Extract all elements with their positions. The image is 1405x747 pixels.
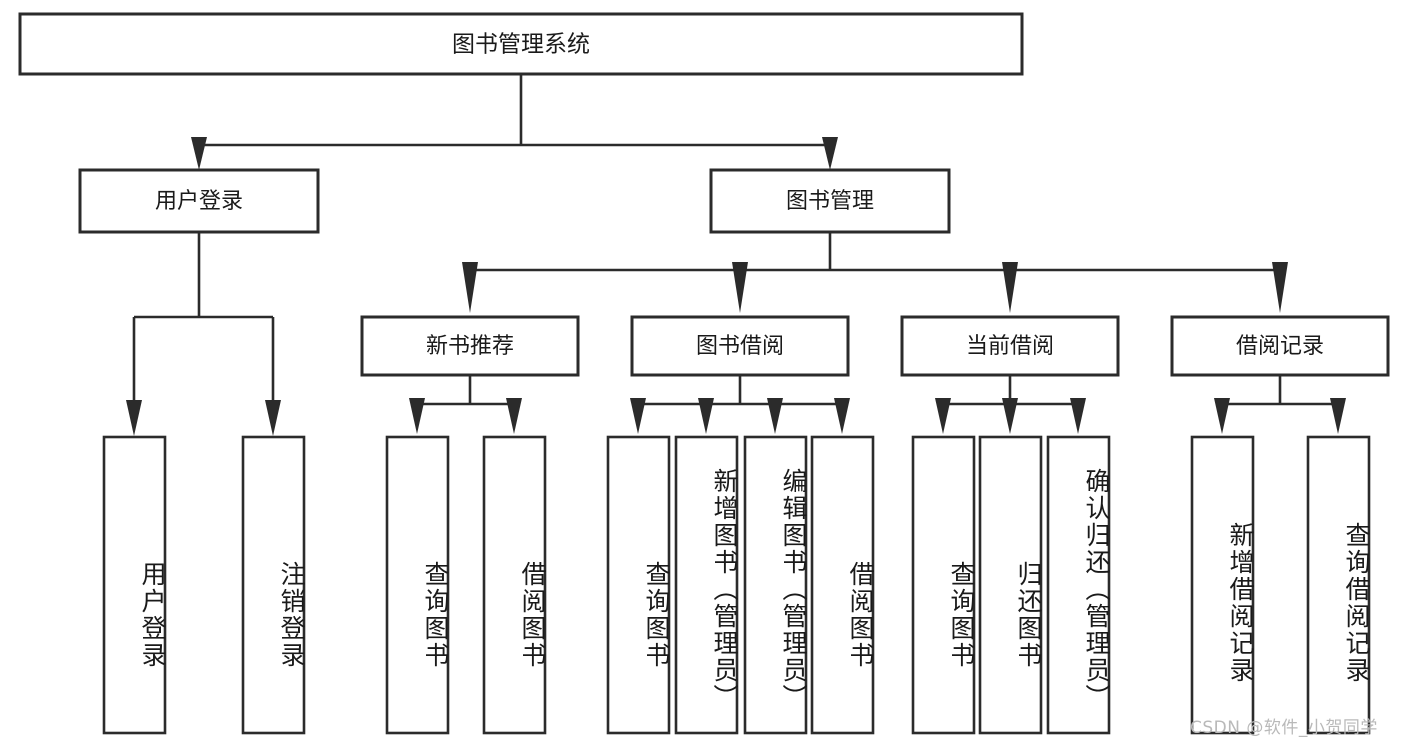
arrowhead-to-leaf-logout-login <box>265 400 281 436</box>
node-leaf-user-login-box[interactable] <box>102 435 167 735</box>
arrowhead-to-leaf-return-book <box>1002 398 1018 434</box>
connector-group-current-borrow <box>935 375 1086 434</box>
node-book-borrow[interactable]: 图书借阅 <box>630 315 850 377</box>
connector-group-borrow-record <box>1214 375 1346 434</box>
node-book-borrow-label: 图书借阅 <box>696 334 784 359</box>
node-current-borrow[interactable]: 当前借阅 <box>900 315 1120 377</box>
arrowhead-to-leaf-edit-book <box>767 398 783 434</box>
node-leaf-return-book-box[interactable] <box>978 435 1043 735</box>
node-leaf-query-book-2-box[interactable] <box>606 435 671 735</box>
watermark-text: CSDN @软件_小贺同学 <box>1190 718 1378 738</box>
connector-group-new-book-recommend <box>409 375 522 434</box>
arrowhead-to-borrow-record <box>1272 262 1288 313</box>
node-leaf-edit-book-box[interactable] <box>743 435 808 735</box>
node-new-book-recommend[interactable]: 新书推荐 <box>360 315 580 377</box>
node-book-manage-label: 图书管理 <box>786 189 874 214</box>
arrowhead-to-leaf-query-book-1 <box>409 398 425 434</box>
node-root-box[interactable] <box>18 12 1024 76</box>
connector-group-user-login <box>126 232 281 436</box>
arrowhead-to-leaf-borrow-book-1 <box>506 398 522 434</box>
node-book-manage[interactable]: 图书管理 <box>709 168 951 234</box>
arrowhead-to-book-borrow <box>732 262 748 313</box>
arrowhead-to-leaf-confirm-return <box>1070 398 1086 434</box>
node-user-login-box[interactable] <box>78 168 320 234</box>
node-borrow-record-label: 借阅记录 <box>1236 334 1324 359</box>
arrowhead-to-leaf-query-book-3 <box>935 398 951 434</box>
arrowhead-to-leaf-add-record <box>1214 398 1230 434</box>
node-current-borrow-box[interactable] <box>900 315 1120 377</box>
node-leaf-borrow-book-2-box[interactable] <box>810 435 875 735</box>
arrowhead-to-user-login <box>191 137 207 170</box>
node-leaf-query-book-1-box[interactable] <box>385 435 450 735</box>
node-new-book-recommend-box[interactable] <box>360 315 580 377</box>
node-new-book-recommend-label: 新书推荐 <box>426 334 514 359</box>
arrowhead-to-leaf-query-book-2 <box>630 398 646 434</box>
node-leaf-query-book-3-box[interactable] <box>911 435 976 735</box>
node-book-borrow-box[interactable] <box>630 315 850 377</box>
node-current-borrow-label: 当前借阅 <box>966 334 1054 359</box>
node-leaf-borrow-book-1-box[interactable] <box>482 435 547 735</box>
node-book-manage-box[interactable] <box>709 168 951 234</box>
arrowhead-to-leaf-borrow-book-2 <box>834 398 850 434</box>
arrowhead-to-leaf-add-book <box>698 398 714 434</box>
connector-group-root <box>191 74 838 170</box>
node-borrow-record[interactable]: 借阅记录 <box>1170 315 1390 377</box>
connector-group-book-manage <box>462 232 1288 313</box>
leaf-boxes <box>102 435 1371 735</box>
node-user-login-label: 用户登录 <box>155 189 243 214</box>
node-borrow-record-box[interactable] <box>1170 315 1390 377</box>
node-leaf-confirm-return-box[interactable] <box>1046 435 1111 735</box>
connector-group-book-borrow <box>630 375 850 434</box>
arrowhead-to-new-book-recommend <box>462 262 478 313</box>
node-root-label: 图书管理系统 <box>452 32 590 58</box>
node-leaf-add-book-box[interactable] <box>674 435 739 735</box>
node-leaf-query-record-box[interactable] <box>1306 435 1371 735</box>
node-root[interactable]: 图书管理系统 <box>18 12 1024 76</box>
arrowhead-to-current-borrow <box>1002 262 1018 313</box>
node-leaf-logout-login-box[interactable] <box>241 435 306 735</box>
node-user-login[interactable]: 用户登录 <box>78 168 320 234</box>
node-leaf-add-record-box[interactable] <box>1190 435 1255 735</box>
arrowhead-to-leaf-query-record <box>1330 398 1346 434</box>
arrowhead-to-book-manage <box>822 137 838 170</box>
arrowhead-to-leaf-user-login <box>126 400 142 436</box>
